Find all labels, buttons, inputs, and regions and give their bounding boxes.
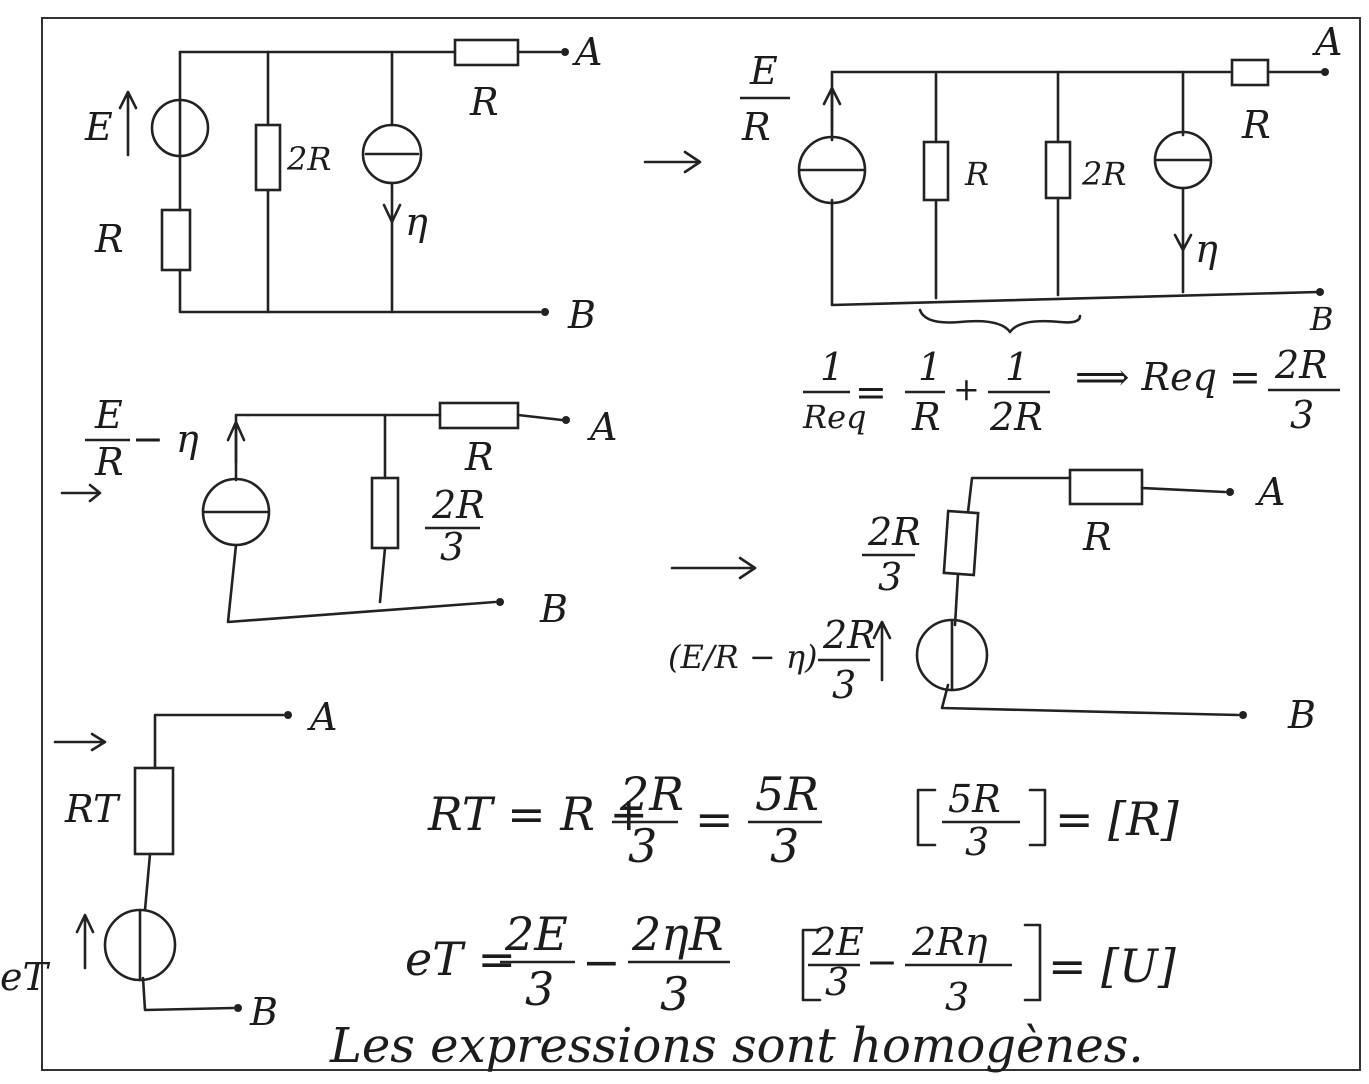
circuit-1: E R 2R η R A B xyxy=(84,30,602,337)
resistor-r-top xyxy=(453,38,520,67)
svg-text:1: 1 xyxy=(820,345,844,389)
label-r-top: R xyxy=(469,80,499,124)
arrow-step-1 xyxy=(643,150,702,174)
label-src-paren: (E/R − η) xyxy=(668,638,818,676)
terminal-a-5: A xyxy=(307,695,337,739)
svg-text:+: + xyxy=(953,370,980,408)
svg-text:5R: 5R xyxy=(755,767,819,821)
label-eta-2: η xyxy=(1195,227,1218,271)
label-r-series: R xyxy=(94,217,124,261)
svg-text:2ηR: 2ηR xyxy=(631,907,723,961)
resistor-r-4 xyxy=(1068,468,1144,506)
svg-text:2R: 2R xyxy=(431,483,485,527)
svg-text:3: 3 xyxy=(770,819,799,873)
resistor-2r3-4 xyxy=(942,509,980,577)
svg-text:R: R xyxy=(1082,515,1112,559)
svg-text:2Rη: 2Rη xyxy=(911,920,988,964)
svg-text:− η: − η xyxy=(132,417,199,461)
label-r-den: R xyxy=(741,105,771,149)
req-equation: 1 Req = 1 R + 1 2R ⟹ Req = 2R 3 xyxy=(802,343,1340,439)
svg-text:2R: 2R xyxy=(822,613,876,657)
label-r1-2: R xyxy=(964,155,989,193)
page-border xyxy=(41,17,1361,1071)
svg-text:=: = xyxy=(855,370,887,414)
svg-text:R: R xyxy=(464,435,494,479)
current-source-eta xyxy=(361,123,423,185)
terminal-b-2: B xyxy=(1309,300,1334,338)
terminal-b-4: B xyxy=(1287,693,1316,737)
arrow-step-2 xyxy=(670,556,757,580)
svg-text:R: R xyxy=(94,440,124,484)
label-rt: RT xyxy=(64,787,121,831)
svg-text:RT = R +: RT = R + xyxy=(427,787,648,841)
terminal-b-1: B xyxy=(567,293,596,337)
svg-text:−: − xyxy=(582,935,621,989)
resistor-r-top-2 xyxy=(1230,58,1270,87)
arrow-step-3 xyxy=(53,732,107,752)
arrow-current-3 xyxy=(60,483,102,503)
resistor-2r3 xyxy=(370,476,400,550)
svg-text:1: 1 xyxy=(1005,345,1029,389)
svg-text:2R: 2R xyxy=(989,395,1043,439)
circuit-4: 2R 3 R (E/R − η) 2R 3 A B xyxy=(668,468,1316,737)
svg-text:2E: 2E xyxy=(811,920,864,964)
svg-text:2E: 2E xyxy=(504,907,568,961)
svg-text:3: 3 xyxy=(440,525,464,569)
terminal-a-4: A xyxy=(1255,470,1285,514)
current-source-eta-2 xyxy=(1153,130,1213,190)
terminal-a-2: A xyxy=(1312,20,1342,64)
conclusion-text: Les expressions sont homogènes. xyxy=(329,1018,1144,1074)
svg-text:5R: 5R xyxy=(948,777,1001,821)
svg-text:Req: Req xyxy=(802,398,867,436)
svg-text:eT =: eT = xyxy=(405,932,516,986)
resistor-r-3 xyxy=(438,401,520,430)
terminal-b-3: B xyxy=(539,587,568,631)
label-2r: 2R xyxy=(286,140,331,178)
svg-text:2R: 2R xyxy=(619,767,684,821)
circuit-3: E R − η 2R 3 R A B xyxy=(60,393,617,631)
svg-text:3: 3 xyxy=(628,819,657,873)
svg-text:−: − xyxy=(866,940,898,984)
label-r-top-2: R xyxy=(1241,103,1271,147)
terminal-a-3: A xyxy=(587,405,617,449)
svg-text:3: 3 xyxy=(878,555,902,599)
label-e: E xyxy=(84,105,113,149)
circuit-5: RT eT A B xyxy=(0,695,337,1034)
svg-text:3: 3 xyxy=(965,820,989,864)
svg-text:E: E xyxy=(94,393,123,437)
svg-text:3: 3 xyxy=(525,962,554,1016)
formula-et: eT = 2E 3 − 2ηR 3 2E 3 − 2Rη 3 = [U] xyxy=(405,907,1176,1021)
formula-rt: RT = R + 2R 3 = 5R 3 5R 3 = [R] xyxy=(427,767,1179,873)
svg-text:⟹ Req =: ⟹ Req = xyxy=(1075,355,1261,399)
svg-text:= [R]: = [R] xyxy=(1055,792,1179,846)
label-2r-2: 2R xyxy=(1081,155,1126,193)
label-eta: η xyxy=(405,200,428,244)
svg-text:=: = xyxy=(695,792,734,846)
terminal-a-1: A xyxy=(572,30,602,74)
brace xyxy=(918,308,1082,334)
svg-text:3: 3 xyxy=(832,663,856,707)
circuit-2: E R R 2R η R A B xyxy=(740,20,1342,338)
svg-text:2R: 2R xyxy=(1274,343,1328,387)
terminal-b-5: B xyxy=(249,990,278,1034)
svg-text:2R: 2R xyxy=(867,510,921,554)
resistor-2r xyxy=(254,123,282,192)
svg-text:3: 3 xyxy=(1290,393,1314,437)
svg-text:1: 1 xyxy=(918,345,942,389)
resistor-2r-2 xyxy=(1044,140,1072,200)
resistor-r-2 xyxy=(922,140,950,202)
svg-text:3: 3 xyxy=(945,975,969,1019)
svg-text:3: 3 xyxy=(660,967,689,1021)
svg-text:R: R xyxy=(911,395,941,439)
svg-text:3: 3 xyxy=(825,960,849,1004)
resistor-rt xyxy=(133,766,175,856)
svg-text:= [U]: = [U] xyxy=(1048,939,1176,993)
label-et: eT xyxy=(0,955,50,999)
label-e-num: E xyxy=(749,49,778,93)
resistor-r-series xyxy=(160,208,192,272)
